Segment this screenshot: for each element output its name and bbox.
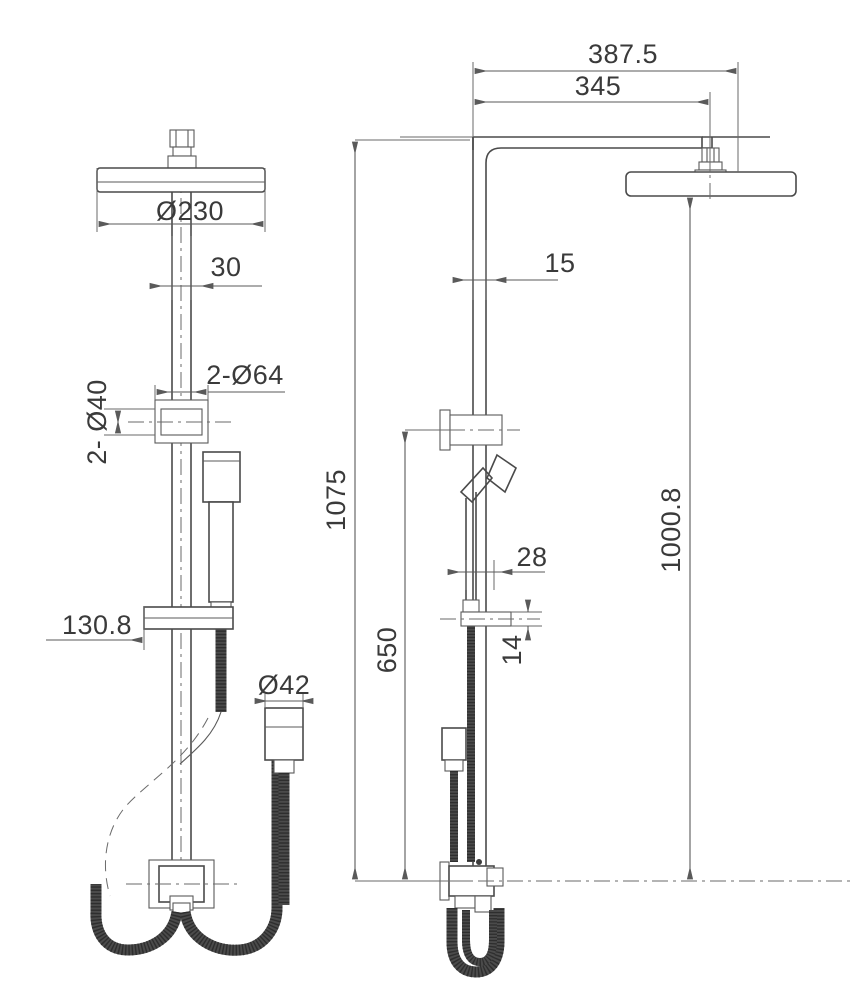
front-shower-head-connector <box>167 129 197 169</box>
front-view-group <box>90 129 304 956</box>
side-handset-holder <box>440 611 540 627</box>
side-shower-arm <box>472 136 770 430</box>
dim-dia230: Ø230 <box>96 168 266 232</box>
dim-label-dia64: 2-Ø64 <box>206 360 284 390</box>
dim-1000-8: 1000.8 <box>656 197 694 880</box>
dim-label-15: 15 <box>544 248 575 278</box>
front-shower-head <box>96 167 266 193</box>
front-upper-wall-bracket <box>128 399 236 444</box>
dim-130-8: 130.8 <box>46 607 145 650</box>
dim-label-30: 30 <box>210 252 241 282</box>
dim-14: 14 <box>497 599 542 666</box>
side-handset <box>459 453 518 613</box>
dim-345: 345 <box>472 71 711 172</box>
dim-dia64: 2-Ø64 <box>154 360 285 400</box>
front-detached-handset-detail <box>264 707 304 905</box>
front-slider-bracket <box>143 606 234 630</box>
front-valve-body <box>126 859 238 914</box>
dim-label-dia230: Ø230 <box>156 196 224 226</box>
front-inlet-hoses <box>90 752 283 956</box>
dim-label-14: 14 <box>497 634 527 665</box>
dim-label-1000-8: 1000.8 <box>656 487 686 573</box>
side-shower-head <box>625 171 797 197</box>
dim-30: 30 <box>149 236 262 300</box>
front-riser-pipe <box>171 192 192 869</box>
dim-label-dia42: Ø42 <box>258 670 311 700</box>
front-handset <box>202 451 241 615</box>
side-view-group <box>400 125 855 978</box>
dim-label-dia40: 2- Ø40 <box>82 379 112 465</box>
dim-dia42: Ø42 <box>254 670 314 708</box>
dim-dia40: 2- Ø40 <box>82 379 155 465</box>
dim-15: 15 <box>452 240 575 300</box>
side-view-dimensions: 387.5 345 15 1075 650 <box>321 39 739 882</box>
dim-label-650: 650 <box>372 627 402 674</box>
dim-label-1075: 1075 <box>321 469 351 531</box>
dim-387-5: 387.5 <box>472 39 739 172</box>
side-detached-handset <box>441 727 467 862</box>
front-hose-leader <box>179 711 222 765</box>
side-inlet-hoses <box>446 908 505 978</box>
side-valve-body <box>420 859 855 913</box>
dim-label-28: 28 <box>516 542 547 572</box>
dim-label-387-5: 387.5 <box>588 39 658 69</box>
front-hose-phantom-path <box>104 717 209 897</box>
dim-650: 650 <box>372 429 460 882</box>
front-view-dimensions: Ø230 30 2-Ø64 2- Ø40 <box>46 168 314 708</box>
dim-label-345: 345 <box>575 71 622 101</box>
dim-28: 28 <box>447 542 547 590</box>
dim-label-130-8: 130.8 <box>62 610 132 640</box>
